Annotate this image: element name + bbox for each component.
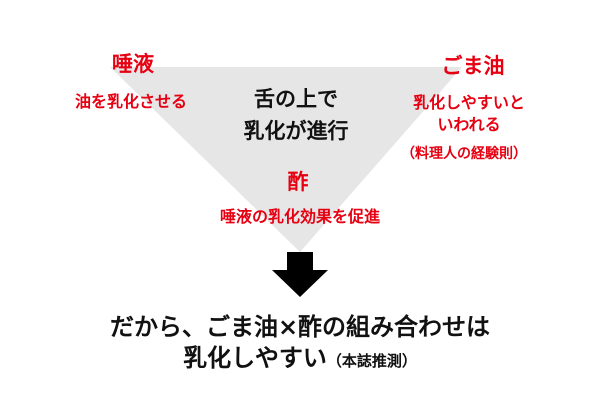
down-arrow-icon — [272, 252, 328, 297]
center-line1: 舌の上で — [254, 87, 338, 111]
conclusion-note: （本誌推測） — [326, 352, 417, 370]
saliva-title: 唾液 — [112, 52, 154, 76]
sesame-oil-desc-line1: 乳化しやすいと — [413, 93, 525, 112]
center-line2: 乳化が進行 — [243, 119, 349, 143]
inverted-triangle — [110, 67, 462, 252]
conclusion-line2: 乳化しやすい（本誌推測） — [183, 346, 417, 370]
sesame-oil-desc-line2: いわれる — [437, 115, 501, 134]
vinegar-title: 酢 — [287, 170, 309, 194]
sesame-oil-title: ごま油 — [441, 54, 505, 78]
conclusion-line1: だから、ごま油×酢の組み合わせは — [109, 313, 491, 341]
conclusion-main: 乳化しやすい — [183, 344, 327, 372]
vinegar-desc: 唾液の乳化効果を促進 — [219, 207, 381, 226]
saliva-desc: 油を乳化させる — [74, 92, 188, 111]
sesame-oil-note: （料理人の経験則） — [401, 146, 527, 162]
